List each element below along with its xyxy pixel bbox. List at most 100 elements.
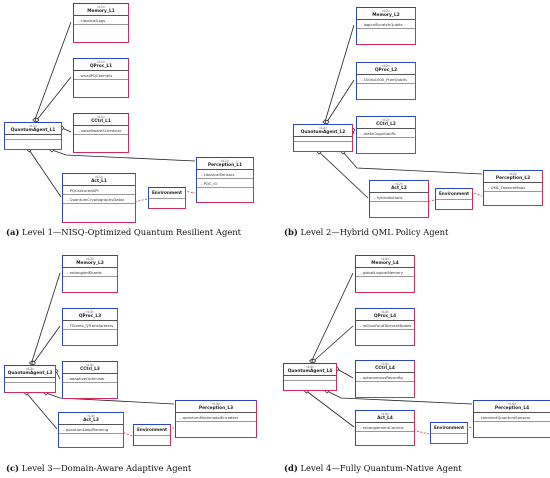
caption-label: (b): [284, 227, 298, 237]
qproc-association: [326, 79, 355, 123]
memory-attribute: - globalLogicalMemory: [356, 268, 414, 277]
cctrl-name: CCtrl_L4: [375, 366, 395, 371]
memory-header: «L1»Memory_L1: [74, 4, 128, 16]
cctrl-header: «L4»CCtrl_L4: [356, 361, 414, 373]
cctrl-class-box: «L1»CCtrl_L1 - noiseAwareScheduler: [73, 113, 129, 153]
cctrl-ops-compartment: [356, 382, 414, 386]
panel-caption: (d) Level 4—Fully Quantum-Native Agent: [284, 463, 462, 473]
memory-header: «L4»Memory_L4: [356, 256, 414, 268]
act-stereotype: «L3»: [86, 414, 96, 418]
memory-ops-compartment: [74, 25, 128, 29]
agent-stereotype: «L4»: [305, 365, 315, 369]
cctrl-ops-compartment: [357, 138, 415, 142]
act-header: «L4»Act_L4: [356, 411, 414, 423]
act-stereotype: «L2»: [394, 182, 404, 186]
perception-association: [342, 151, 483, 175]
qproc-ops-compartment: [74, 80, 128, 84]
act-header: «L1»Act_L1: [63, 174, 135, 186]
perception-ops-compartment: [197, 188, 253, 192]
agent-name: QuantumAgent_L2: [300, 130, 346, 135]
perception-class-box: «L4»Perception_L4- coherentQuantumSensor…: [473, 400, 550, 438]
caption-text: Level 3—Domain-Aware Adaptive Agent: [19, 463, 192, 473]
act-attribute: - PQCsecuredAPI: [63, 186, 135, 195]
agent-stereotype: «L3»: [25, 367, 35, 371]
memory-ops-compartment: [357, 29, 415, 33]
act-class-box: «L2»Act_L2- hybridActions: [369, 180, 429, 218]
cctrl-name: CCtrl_L1: [91, 119, 111, 124]
agent-header: «L1»QuantumAgent_L1: [5, 123, 61, 135]
memory-ops-compartment: [63, 277, 117, 281]
qproc-association: [33, 325, 61, 364]
act-header: «L3»Act_L3: [59, 413, 123, 425]
cctrl-stereotype: «L2»: [381, 118, 391, 122]
environment-box: Environment: [133, 424, 171, 446]
act-header: «L2»Act_L2: [370, 181, 428, 193]
memory-name: Memory_L3: [76, 261, 104, 266]
memory-association: [34, 21, 72, 121]
memory-attribute: - classicalLogs: [74, 16, 128, 25]
agent-ops-compartment: [5, 140, 61, 144]
memory-class-box: «L1»Memory_L1- classicalLogs: [73, 3, 129, 43]
environment-name: Environment: [134, 425, 170, 436]
cctrl-name: CCtrl_L3: [80, 367, 100, 372]
act-attribute: - entanglementComms: [356, 423, 414, 432]
qproc-name: QProc_L3: [78, 314, 102, 319]
qproc-name: QProc_L2: [374, 68, 398, 73]
diagram-panel: «L2»QuantumAgent_L2«L2»Memory_L2- logica…: [277, 0, 549, 226]
qproc-header: «L2»QProc_L2: [357, 63, 415, 75]
cctrl-attribute: - metaCognitionRL: [357, 129, 415, 138]
memory-attribute: - entangledShards: [63, 268, 117, 277]
act-stereotype: «L1»: [94, 175, 104, 179]
perception-name: Perception_L1: [207, 163, 243, 168]
act-to-environment: [134, 198, 148, 203]
panel-caption: (c) Level 3—Domain-Aware Adaptive Agent: [6, 463, 191, 473]
qproc-name: QProc_L1: [89, 64, 113, 69]
cctrl-ops-compartment: [63, 383, 117, 387]
agent-ops-compartment: [5, 383, 55, 387]
act-association: [28, 149, 62, 198]
act-name: Act_L3: [83, 418, 99, 423]
cctrl-stereotype: «L1»: [96, 115, 106, 119]
memory-association: [31, 272, 61, 364]
qproc-stereotype: «L4»: [380, 310, 390, 314]
perception-class-box: «L3»Perception_L3- quantumMultimodalEnco…: [175, 400, 257, 438]
memory-class-box: «L3»Memory_L3- entangledShards: [62, 255, 118, 293]
cctrl-association: [336, 368, 354, 379]
perception-attribute: - coherentQuantumSensors: [474, 413, 550, 422]
act-class-box: «L4»Act_L4- entanglementComms: [355, 410, 415, 446]
agent-class-box: «L1»QuantumAgent_L1: [4, 122, 62, 150]
memory-association: [311, 272, 354, 362]
agent-stereotype: «L1»: [28, 124, 38, 128]
environment-name: Environment: [149, 188, 185, 199]
perception-association: [51, 149, 196, 162]
act-attribute: - quantumLoopPlanning: [59, 425, 123, 434]
act-name: Act_L2: [391, 186, 407, 191]
cctrl-ops-compartment: [74, 135, 128, 139]
perception-header: «L4»Perception_L4: [474, 401, 550, 413]
qproc-header: «L4»QProc_L4: [356, 309, 414, 321]
act-association: [306, 390, 355, 428]
caption-label: (c): [6, 463, 20, 473]
agent-compartment: [5, 378, 55, 383]
qproc-ops-compartment: [63, 330, 117, 334]
panel-caption: (b) Level 2—Hybrid QML Policy Agent: [284, 227, 448, 237]
memory-name: Memory_L1: [87, 9, 115, 14]
qproc-stereotype: «L3»: [85, 310, 95, 314]
qproc-class-box: «L2»QProc_L2- 100to1000_PureQubits: [356, 62, 416, 100]
perception-stereotype: «L3»: [211, 402, 221, 406]
agent-class-box: «L2»QuantumAgent_L2: [293, 124, 353, 152]
act-ops-compartment: [63, 204, 135, 208]
perception-name: Perception_L4: [494, 406, 530, 411]
perception-ops-compartment: [484, 192, 542, 196]
act-to-environment: [122, 432, 133, 437]
environment-box: Environment: [435, 188, 473, 210]
qproc-attribute: - FTcores_QTransformers: [63, 321, 117, 330]
memory-association: [324, 24, 355, 123]
perception-ops-compartment: [474, 422, 550, 426]
cctrl-attribute: - noiseAwareScheduler: [74, 126, 128, 135]
perception-class-box: «L1»Perception_L1- classicalSensors- PQC…: [196, 157, 254, 203]
caption-label: (d): [284, 463, 298, 473]
act-stereotype: «L4»: [380, 412, 390, 416]
environment-box: Environment: [148, 187, 186, 209]
perception-attribute: - classicalSensors: [197, 170, 253, 179]
